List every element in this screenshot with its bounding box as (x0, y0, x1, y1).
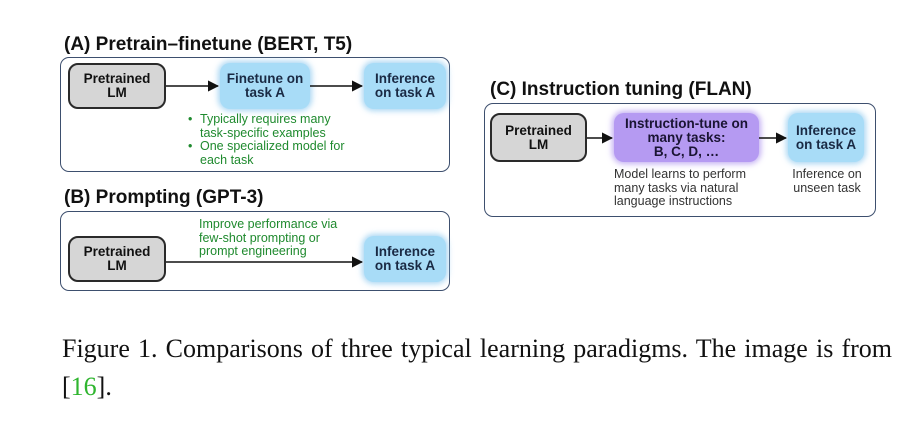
panel-a-inference-label: Inference on task A (374, 71, 436, 100)
panel-a-note-1: Typically requires many task-specific ex… (186, 112, 356, 140)
panel-a-finetune-box: Finetune on task A (220, 63, 310, 109)
panel-b-pretrained-label: Pretrained LM (83, 244, 151, 273)
panel-b-inference-label: Inference on task A (374, 244, 436, 273)
panel-a-finetune-label: Finetune on task A (226, 71, 304, 100)
panel-b-note: Improve performance via few-shot prompti… (199, 217, 338, 258)
panel-c-note-left: Model learns to perform many tasks via n… (614, 167, 747, 208)
panel-a-inference-box: Inference on task A (364, 63, 446, 109)
panel-a-pretrained-label: Pretrained LM (83, 71, 151, 100)
panel-c-pretrained-label: Pretrained LM (505, 122, 572, 152)
panel-a-pretrained-box: Pretrained LM (68, 63, 166, 109)
panel-c-note-right: Inference on unseen task (792, 167, 862, 195)
caption-citation-link[interactable]: 16 (70, 372, 97, 401)
panel-c-pretrained-box: Pretrained LM (490, 113, 587, 162)
panel-c-instruct-box: Instruction-tune on many tasks: B, C, D,… (614, 113, 759, 162)
panel-a-note-2: One specialized model for each task (186, 139, 356, 167)
caption-text: Figure 1. Comparisons of three typical l… (62, 334, 892, 401)
panel-c-instruct-label: Instruction-tune on many tasks: B, C, D,… (625, 115, 748, 159)
panel-b-pretrained-box: Pretrained LM (68, 236, 166, 282)
panel-c-title: (C) Instruction tuning (FLAN) (490, 79, 752, 100)
panel-a-title: (A) Pretrain–finetune (BERT, T5) (64, 34, 353, 55)
figure-caption: Figure 1. Comparisons of three typical l… (62, 330, 892, 406)
caption-end: ]. (96, 372, 112, 401)
panel-b-title: (B) Prompting (GPT-3) (64, 187, 264, 208)
panel-b-inference-box: Inference on task A (364, 236, 446, 282)
panel-a-notes: Typically requires many task-specific ex… (186, 112, 356, 167)
panel-c-inference-label: Inference on task A (795, 122, 857, 152)
panel-c-inference-box: Inference on task A (788, 113, 864, 162)
